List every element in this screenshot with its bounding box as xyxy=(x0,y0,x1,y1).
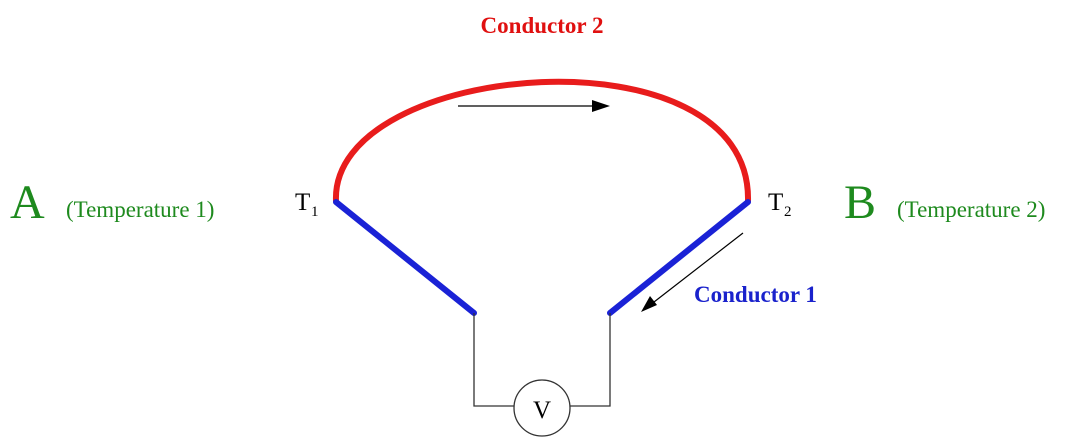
current-arrow-side-shaft xyxy=(653,232,744,303)
t2-subscript: 2 xyxy=(784,204,792,220)
temperature-2-label: (Temperature 2) xyxy=(897,197,1045,222)
lead-wire-left xyxy=(473,313,514,407)
t1-main: T xyxy=(295,189,310,216)
current-arrow-top-head xyxy=(592,100,610,112)
conductor-1-right-leg xyxy=(607,199,751,316)
t1-subscript: 1 xyxy=(311,204,319,220)
conductor-2-wire xyxy=(332,78,752,204)
junction-a-label: A xyxy=(10,176,45,229)
lead-wire-right xyxy=(570,313,611,407)
junction-b-label: B xyxy=(844,176,876,229)
current-arrow-side-head xyxy=(641,296,657,312)
t2-label: T xyxy=(768,189,783,216)
t2-main: T xyxy=(768,189,783,216)
voltmeter-circle xyxy=(513,379,571,437)
conductor-1-label: Conductor 1 xyxy=(694,282,817,307)
voltmeter-label: V xyxy=(533,397,551,424)
t1-label: T xyxy=(295,189,310,216)
conductor-1-left-leg xyxy=(333,199,477,316)
conductor-2-label: Conductor 2 xyxy=(481,13,604,38)
temperature-1-label: (Temperature 1) xyxy=(66,197,214,222)
